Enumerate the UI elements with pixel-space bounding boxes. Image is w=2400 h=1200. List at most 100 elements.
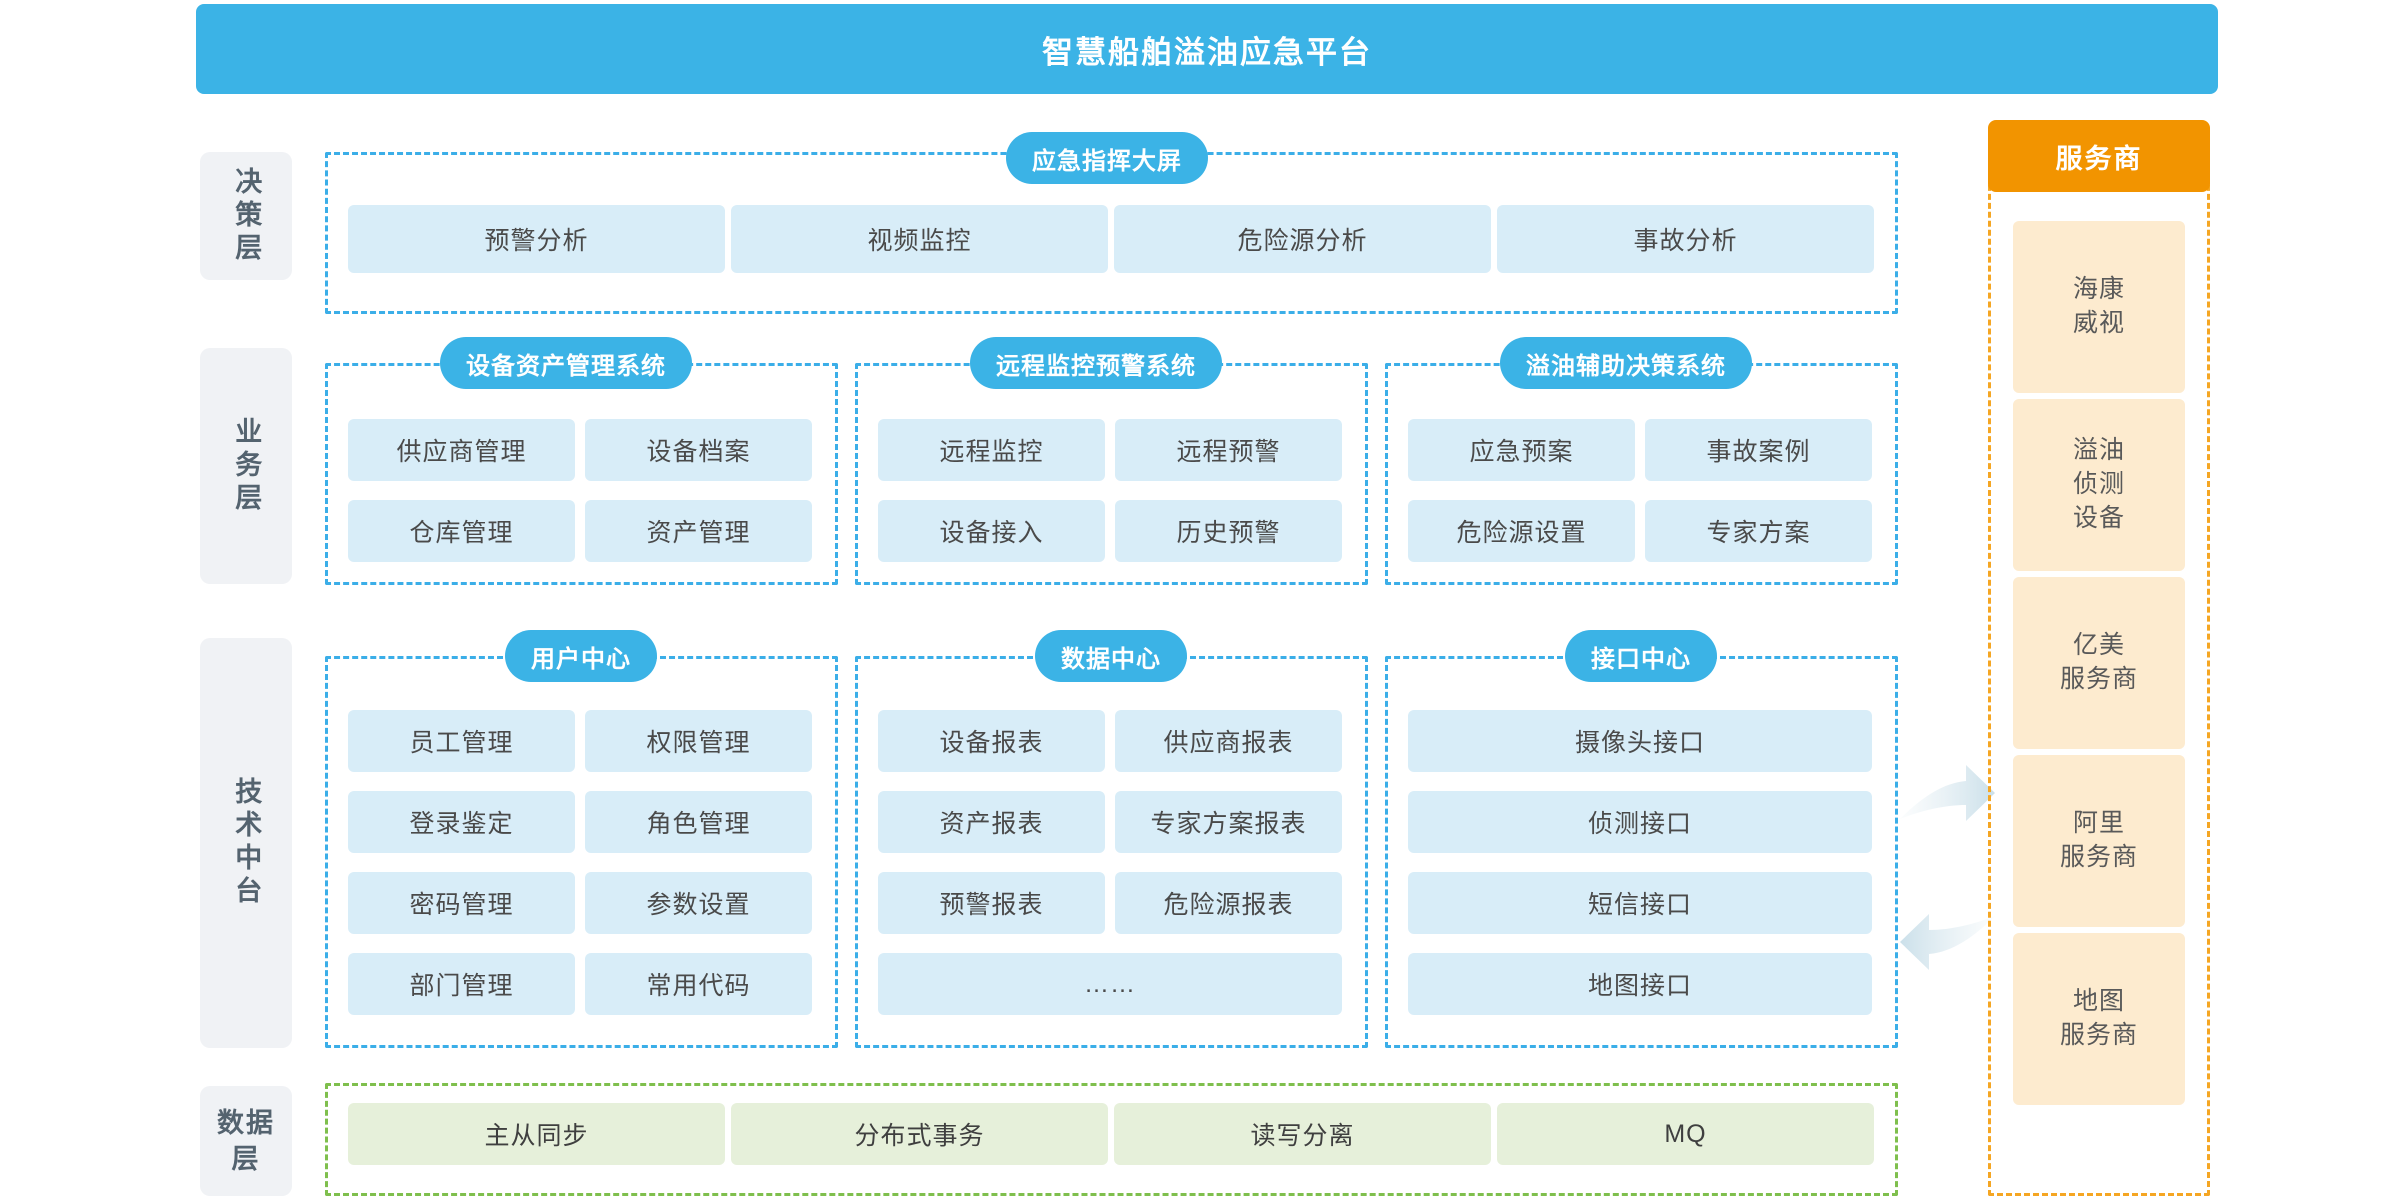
card-tech-2-2[interactable]: 短信接口 — [1408, 872, 1872, 934]
card-business-2-2-label: 危险源设置 — [1456, 519, 1587, 547]
card-tech-1-1[interactable]: 供应商报表 — [1115, 710, 1342, 772]
arrow-right-icon — [1900, 765, 1995, 821]
tech-group-1-title-text: 数据中心 — [1061, 645, 1161, 673]
card-tech-0-6-label: 部门管理 — [409, 972, 514, 1000]
service-provider-header-text: 服务商 — [2055, 143, 2143, 174]
card-tech-0-3[interactable]: 角色管理 — [585, 791, 812, 853]
card-tech-1-5[interactable]: 危险源报表 — [1115, 872, 1342, 934]
card-data-2[interactable]: 读写分离 — [1114, 1103, 1491, 1165]
card-business-1-0[interactable]: 远程监控 — [878, 419, 1105, 481]
card-decision-3[interactable]: 事故分析 — [1497, 205, 1874, 273]
card-tech-0-4[interactable]: 密码管理 — [348, 872, 575, 934]
tech-group-2-title: 接口中心 — [1565, 630, 1717, 682]
card-data-0[interactable]: 主从同步 — [348, 1103, 725, 1165]
arrow-left-icon — [1900, 914, 1995, 970]
card-decision-2-label: 危险源分析 — [1237, 227, 1368, 255]
tech-group-1-title: 数据中心 — [1035, 630, 1187, 682]
layer-label-decision: 决策层 — [200, 152, 292, 280]
tech-group-0-title: 用户中心 — [505, 630, 657, 682]
card-data-0-label: 主从同步 — [484, 1122, 589, 1150]
layer-label-business: 业务层 — [200, 348, 292, 584]
card-business-1-2-label: 设备接入 — [939, 519, 1044, 547]
service-provider-item-4-label: 地图 服务商 — [2059, 987, 2138, 1049]
page-title: 智慧船舶溢油应急平台 — [1042, 34, 1372, 70]
card-data-1[interactable]: 分布式事务 — [731, 1103, 1108, 1165]
card-tech-1-2-label: 资产报表 — [939, 810, 1044, 838]
card-decision-0[interactable]: 预警分析 — [348, 205, 725, 273]
business-group-0-title-text: 设备资产管理系统 — [466, 352, 666, 380]
card-tech-1-4[interactable]: 预警报表 — [878, 872, 1105, 934]
card-data-3[interactable]: MQ — [1497, 1103, 1874, 1165]
card-tech-0-2-label: 登录鉴定 — [409, 810, 514, 838]
card-tech-0-5-label: 参数设置 — [646, 891, 751, 919]
card-business-0-1[interactable]: 设备档案 — [585, 419, 812, 481]
card-tech-1-0[interactable]: 设备报表 — [878, 710, 1105, 772]
card-tech-2-2-label: 短信接口 — [1587, 891, 1692, 919]
layer-label-data: 数据层 — [200, 1086, 292, 1196]
card-business-0-2[interactable]: 仓库管理 — [348, 500, 575, 562]
service-provider-item-0-label: 海康 威视 — [2072, 275, 2125, 337]
card-tech-0-3-label: 角色管理 — [646, 810, 751, 838]
decision-layer-group-title: 应急指挥大屏 — [1006, 132, 1208, 184]
card-tech-0-6[interactable]: 部门管理 — [348, 953, 575, 1015]
card-decision-2[interactable]: 危险源分析 — [1114, 205, 1491, 273]
layer-label-tech-text: 技术中台 — [231, 777, 262, 909]
card-tech-2-1[interactable]: 侦测接口 — [1408, 791, 1872, 853]
card-tech-0-0[interactable]: 员工管理 — [348, 710, 575, 772]
card-business-0-0-label: 供应商管理 — [396, 438, 527, 466]
card-decision-1[interactable]: 视频监控 — [731, 205, 1108, 273]
card-business-2-1[interactable]: 事故案例 — [1645, 419, 1872, 481]
card-decision-0-label: 预警分析 — [484, 227, 589, 255]
card-tech-0-2[interactable]: 登录鉴定 — [348, 791, 575, 853]
card-tech-1-ellipsis[interactable]: …… — [878, 953, 1342, 1015]
platform-title-bar: 智慧船舶溢油应急平台 — [196, 4, 2218, 94]
service-provider-item-3[interactable]: 阿里 服务商 — [2013, 755, 2185, 927]
card-business-2-3-label: 专家方案 — [1706, 519, 1811, 547]
service-provider-item-0[interactable]: 海康 威视 — [2013, 221, 2185, 393]
card-decision-1-label: 视频监控 — [867, 227, 972, 255]
card-business-2-3[interactable]: 专家方案 — [1645, 500, 1872, 562]
card-tech-1-5-label: 危险源报表 — [1163, 891, 1294, 919]
card-business-1-1[interactable]: 远程预警 — [1115, 419, 1342, 481]
card-business-2-0-label: 应急预案 — [1469, 438, 1574, 466]
card-tech-1-1-label: 供应商报表 — [1163, 729, 1294, 757]
card-tech-0-7[interactable]: 常用代码 — [585, 953, 812, 1015]
card-business-0-2-label: 仓库管理 — [409, 519, 514, 547]
card-tech-1-3-label: 专家方案报表 — [1150, 810, 1307, 838]
card-tech-0-7-label: 常用代码 — [646, 972, 751, 1000]
card-tech-1-0-label: 设备报表 — [939, 729, 1044, 757]
tech-group-0-title-text: 用户中心 — [531, 645, 631, 673]
card-tech-0-1[interactable]: 权限管理 — [585, 710, 812, 772]
card-business-0-0[interactable]: 供应商管理 — [348, 419, 575, 481]
card-business-0-1-label: 设备档案 — [646, 438, 751, 466]
card-tech-0-5[interactable]: 参数设置 — [585, 872, 812, 934]
card-tech-0-0-label: 员工管理 — [409, 729, 514, 757]
card-business-2-2[interactable]: 危险源设置 — [1408, 500, 1635, 562]
business-group-1-title-text: 远程监控预警系统 — [996, 352, 1196, 380]
card-business-1-2[interactable]: 设备接入 — [878, 500, 1105, 562]
card-tech-0-1-label: 权限管理 — [646, 729, 751, 757]
card-business-1-3[interactable]: 历史预警 — [1115, 500, 1342, 562]
card-business-1-0-label: 远程监控 — [939, 438, 1044, 466]
card-tech-2-1-label: 侦测接口 — [1587, 810, 1692, 838]
service-provider-item-4[interactable]: 地图 服务商 — [2013, 933, 2185, 1105]
service-provider-item-1-label: 溢油 侦测 设备 — [2072, 436, 2125, 532]
card-tech-2-3[interactable]: 地图接口 — [1408, 953, 1872, 1015]
layer-label-decision-text: 决策层 — [231, 166, 262, 266]
card-tech-1-3[interactable]: 专家方案报表 — [1115, 791, 1342, 853]
card-tech-0-4-label: 密码管理 — [409, 891, 514, 919]
service-provider-item-3-label: 阿里 服务商 — [2059, 809, 2138, 871]
card-business-1-1-label: 远程预警 — [1176, 438, 1281, 466]
service-provider-item-2[interactable]: 亿美 服务商 — [2013, 577, 2185, 749]
data-layer-box — [325, 1083, 1898, 1196]
service-provider-item-1[interactable]: 溢油 侦测 设备 — [2013, 399, 2185, 571]
card-business-0-3[interactable]: 资产管理 — [585, 500, 812, 562]
card-tech-2-0[interactable]: 摄像头接口 — [1408, 710, 1872, 772]
card-tech-1-2[interactable]: 资产报表 — [878, 791, 1105, 853]
card-data-3-label: MQ — [1664, 1119, 1707, 1148]
card-data-2-label: 读写分离 — [1250, 1122, 1355, 1150]
card-tech-1-ellipsis-label: …… — [1084, 969, 1136, 998]
card-business-2-0[interactable]: 应急预案 — [1408, 419, 1635, 481]
layer-label-data-text: 数据层 — [217, 1107, 275, 1174]
